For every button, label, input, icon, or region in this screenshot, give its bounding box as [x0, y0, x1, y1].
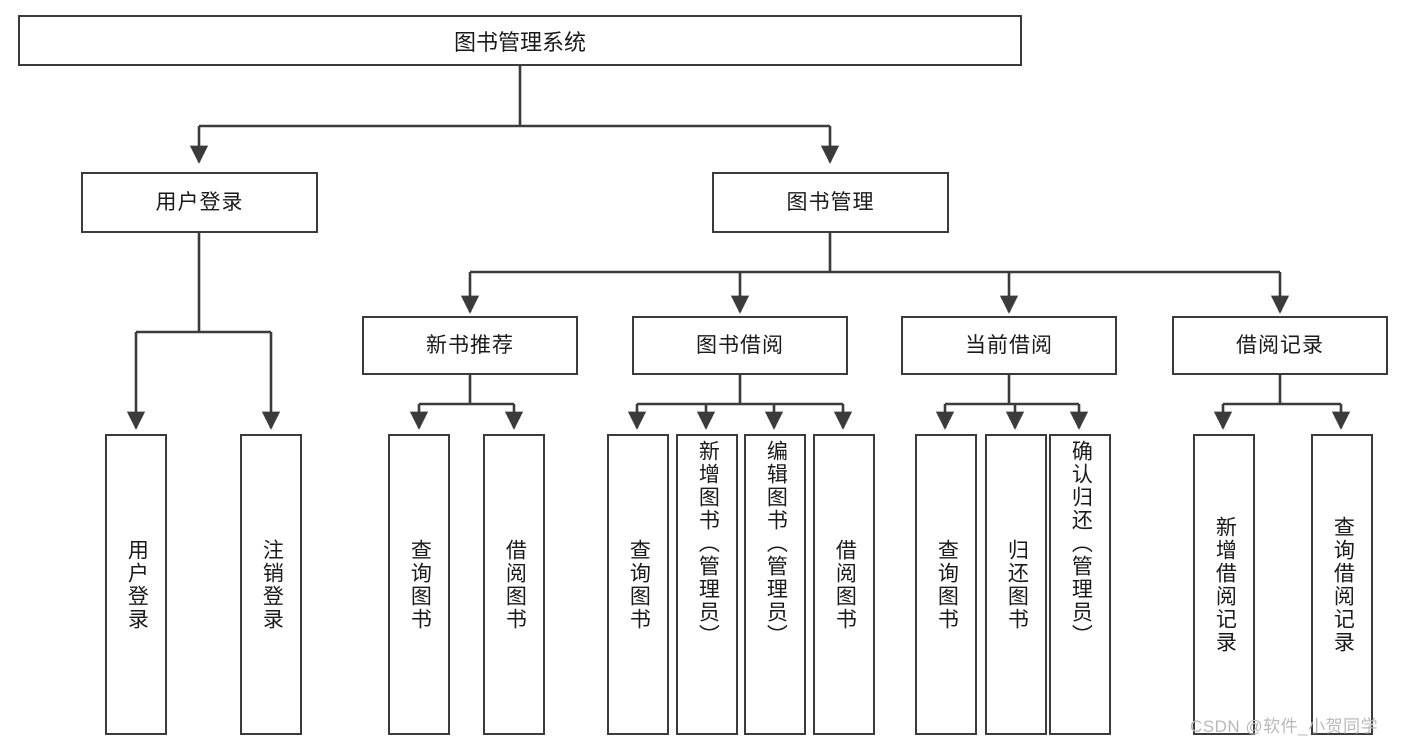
node-label: 借阅图书	[503, 538, 527, 631]
node-label: 用户登录	[155, 190, 244, 214]
node-label: 用户登录	[125, 538, 149, 631]
leaf-borrow-edit-book-admin[interactable]: 编辑图书（管理员）	[744, 434, 806, 735]
node-new-book-recommend[interactable]: 新书推荐	[362, 316, 578, 375]
node-label: 确认归还（管理员）	[1069, 440, 1093, 647]
node-label: 图书管理系统	[453, 29, 586, 55]
node-label: 新书推荐	[426, 333, 514, 357]
node-label: 图书借阅	[696, 333, 784, 357]
leaf-borrow-add-book-admin[interactable]: 新增图书（管理员）	[676, 434, 738, 735]
node-label: 查询图书	[627, 538, 651, 631]
node-label: 编辑图书（管理员）	[764, 440, 788, 647]
node-label: 归还图书	[1005, 538, 1029, 631]
node-current-borrow[interactable]: 当前借阅	[901, 316, 1117, 375]
leaf-user-login-signin[interactable]: 用户登录	[105, 434, 167, 735]
node-book-borrow[interactable]: 图书借阅	[632, 316, 848, 375]
leaf-current-return-book[interactable]: 归还图书	[985, 434, 1047, 735]
node-label: 借阅记录	[1236, 333, 1324, 357]
node-borrow-record[interactable]: 借阅记录	[1172, 316, 1388, 375]
node-label: 查询借阅记录	[1331, 515, 1355, 654]
leaf-borrow-query-book[interactable]: 查询图书	[607, 434, 669, 735]
leaf-user-login-signout[interactable]: 注销登录	[240, 434, 302, 735]
leaf-record-query-record[interactable]: 查询借阅记录	[1311, 434, 1373, 735]
leaf-current-query-book[interactable]: 查询图书	[915, 434, 977, 735]
node-label: 查询图书	[408, 538, 432, 631]
leaf-recommend-borrow-book[interactable]: 借阅图书	[483, 434, 545, 735]
node-label: 新增图书（管理员）	[696, 440, 720, 647]
node-label: 查询图书	[935, 538, 959, 631]
leaf-recommend-query-book[interactable]: 查询图书	[388, 434, 450, 735]
leaf-record-add-record[interactable]: 新增借阅记录	[1193, 434, 1255, 735]
csdn-watermark: CSDN @软件_小贺同学	[1190, 717, 1379, 736]
node-label: 图书管理	[786, 190, 875, 214]
node-user-login[interactable]: 用户登录	[81, 172, 318, 233]
node-label: 借阅图书	[833, 538, 857, 631]
node-label: 注销登录	[260, 538, 284, 631]
node-label: 新增借阅记录	[1213, 515, 1237, 654]
node-book-management[interactable]: 图书管理	[712, 172, 949, 233]
leaf-current-confirm-return-admin[interactable]: 确认归还（管理员）	[1049, 434, 1111, 735]
node-root-system[interactable]: 图书管理系统	[18, 15, 1022, 66]
leaf-borrow-borrow-book[interactable]: 借阅图书	[813, 434, 875, 735]
node-label: 当前借阅	[965, 333, 1053, 357]
